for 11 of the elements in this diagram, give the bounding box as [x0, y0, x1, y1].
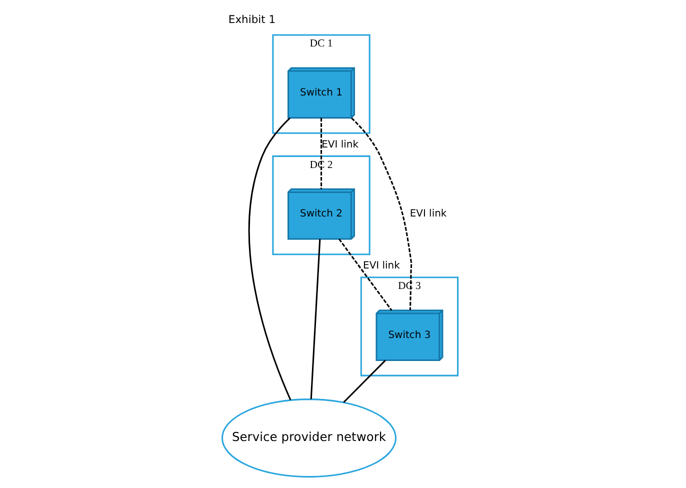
connector [320, 118, 322, 190]
node-ellipse: Service provider network [221, 398, 397, 478]
connector [248, 118, 292, 400]
connector [338, 238, 392, 311]
connector [343, 360, 386, 403]
connector [310, 239, 321, 400]
edge-label: EVI link [410, 208, 447, 220]
connector [351, 118, 412, 310]
edge-label: EVI link [322, 139, 358, 150]
diagram-title: Exhibit 1 [228, 12, 276, 26]
edge-label: EVI link [363, 260, 400, 272]
